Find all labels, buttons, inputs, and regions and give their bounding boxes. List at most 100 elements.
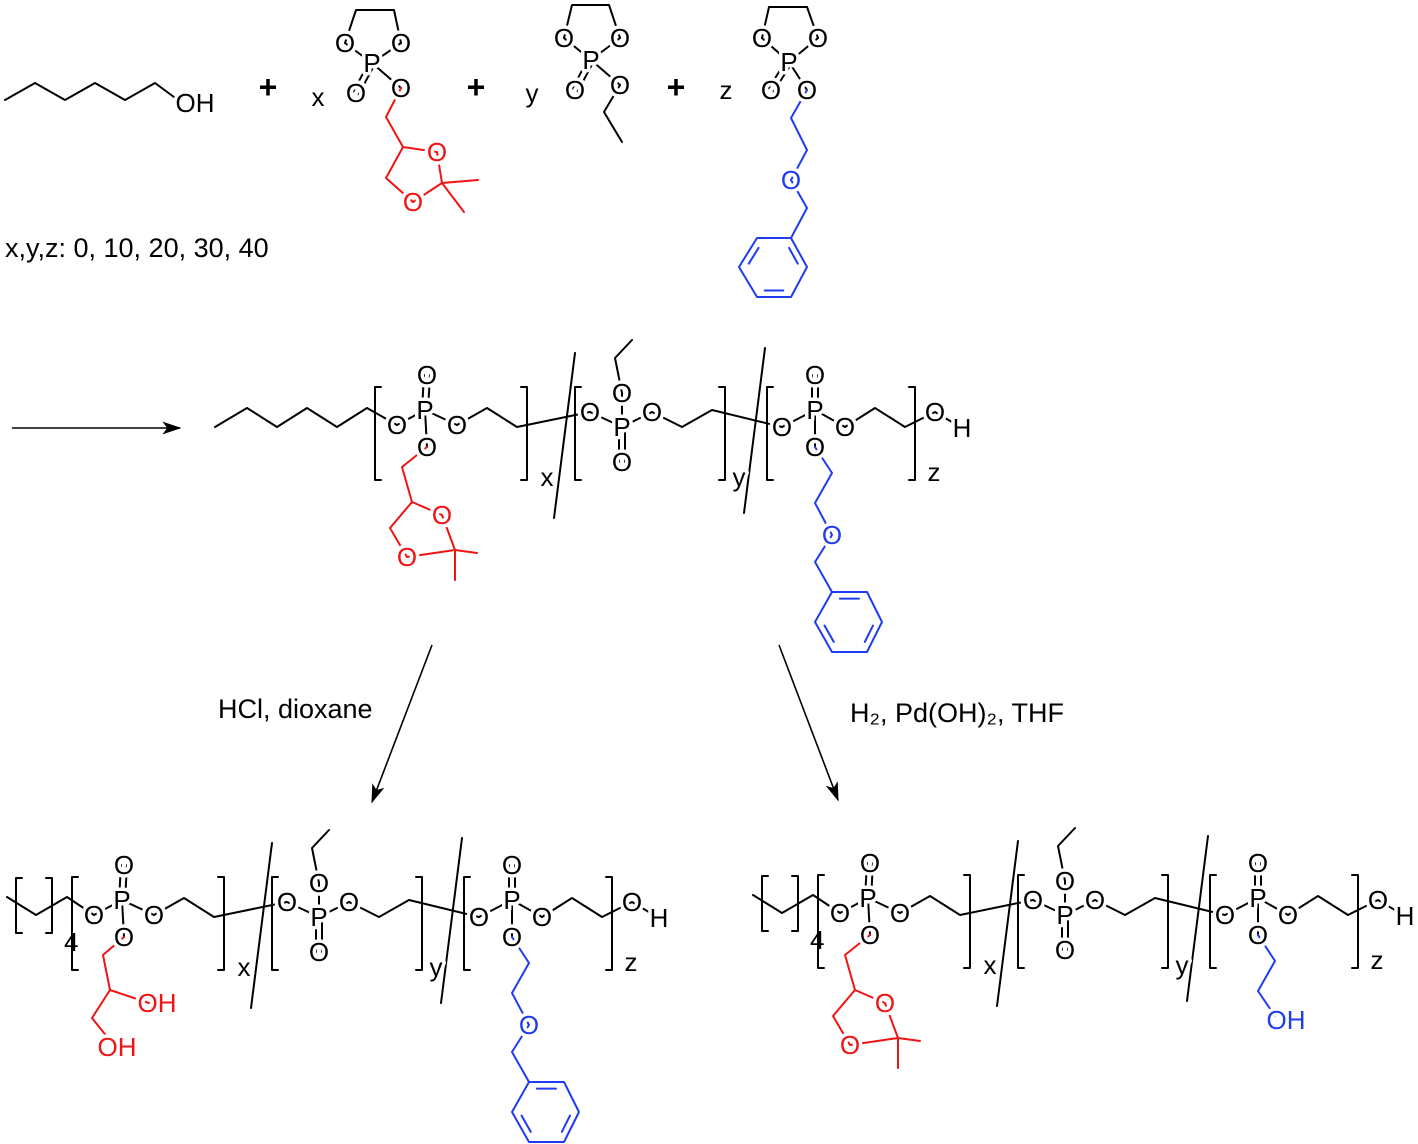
atom-label-oxygen: O	[860, 920, 880, 950]
atom-label-oxygen: O	[622, 887, 642, 917]
atom-label-oxygen: O	[805, 432, 825, 462]
backbone-chain	[153, 897, 288, 918]
atom-label-oxygen: O	[469, 902, 489, 932]
atom-label-oxygen: O	[1215, 900, 1235, 930]
random-copolymer-slash	[743, 347, 766, 514]
atom-label-oxygen: O	[432, 500, 452, 530]
bracket-close	[1161, 874, 1169, 969]
atom-label-oxygen: O	[114, 850, 134, 880]
backbone-chain	[844, 407, 963, 429]
atom-label-oxygen: O	[346, 78, 366, 108]
reaction-arrow-acetal-deprotection	[371, 644, 433, 804]
atom-label-oxygen: O	[277, 887, 297, 917]
atom-label-oxygen: O	[1248, 848, 1268, 878]
hydroxyl-label: OH	[1267, 1005, 1306, 1035]
bracket-open	[761, 875, 769, 932]
atom-label-oxygen: O	[612, 447, 632, 477]
atom-label-oxygen: O	[830, 898, 850, 928]
backbone-chain	[651, 409, 783, 428]
atom-label-oxygen: O	[610, 23, 630, 53]
atom-label-oxygen: O	[642, 397, 662, 427]
dioxolane-ring	[385, 146, 443, 203]
ethyl-chain	[614, 339, 633, 428]
backbone-chain	[456, 407, 591, 428]
atom-label-oxygen: O	[1368, 885, 1388, 915]
phosphoryl-double-bond	[772, 62, 793, 93]
double-bond	[123, 864, 128, 902]
bond-line	[121, 899, 125, 938]
repeat-subscript-y: y	[1176, 950, 1189, 980]
repeat-subscript-4: 4	[64, 927, 78, 957]
atom-label-oxygen: O	[554, 23, 574, 53]
atom-label-oxygen: O	[822, 520, 842, 550]
atom-label-oxygen: O	[447, 410, 467, 440]
ethyl-chain	[603, 84, 623, 143]
bracket-close	[217, 876, 225, 971]
atom-label-hydrogen: H	[953, 413, 972, 443]
atom-label-oxygen: O	[1023, 885, 1043, 915]
atom-label-oxygen: O	[309, 937, 329, 967]
coefficient-y: y	[526, 78, 539, 108]
double-bond	[421, 373, 426, 411]
atom-label-oxygen: O	[1248, 920, 1268, 950]
bracket-close	[791, 875, 799, 932]
hydroxyl-label: OH	[98, 1032, 137, 1062]
aromatic-double-bond	[520, 1114, 532, 1133]
atom-label-phosphorus: P	[859, 883, 876, 913]
hexanol-chain	[4, 82, 179, 101]
random-copolymer-slash	[996, 840, 1019, 1007]
ethyl-chain	[311, 829, 330, 918]
atom-label-oxygen: O	[309, 868, 329, 898]
repeat-subscript-z: z	[1371, 945, 1384, 975]
side-chain-bond	[1257, 934, 1276, 1017]
atom-label-oxygen: O	[875, 988, 895, 1018]
atom-label-oxygen: O	[797, 75, 817, 105]
atom-label-phosphorus: P	[1056, 900, 1073, 930]
alkyl-chain	[752, 894, 841, 914]
atom-label-oxygen: O	[519, 1010, 539, 1040]
atom-label-oxygen: O	[114, 922, 134, 952]
atom-label-oxygen: O	[391, 28, 411, 58]
atom-label-oxygen: O	[808, 23, 828, 53]
atom-label-oxygen: O	[391, 73, 411, 103]
bracket-open	[766, 386, 774, 481]
bracket-close	[520, 386, 528, 481]
bracket-open	[271, 876, 279, 971]
bracket-close	[45, 877, 53, 934]
atom-label-oxygen: O	[565, 75, 585, 105]
atom-label-phosphorus: P	[113, 885, 130, 915]
side-chain-bond	[844, 934, 871, 991]
atom-label-oxygen: O	[403, 187, 423, 217]
phosphoryl-double-bond	[571, 57, 590, 90]
bracket-open	[574, 386, 582, 481]
bracket-close	[718, 386, 726, 481]
phosphoryl-double-bond	[576, 60, 595, 93]
bracket-close	[963, 874, 971, 969]
aromatic-double-bond	[560, 1114, 572, 1133]
plus-sign: +	[259, 69, 278, 105]
random-copolymer-slash	[440, 837, 463, 1004]
atom-label-oxygen: O	[502, 850, 522, 880]
atom-label-phosphorus: P	[503, 885, 520, 915]
repeat-subscript-y: y	[430, 952, 443, 982]
bond-line	[424, 409, 428, 448]
methyl-bond	[454, 549, 478, 554]
hexyl-chain	[214, 407, 398, 428]
bracket-close	[605, 876, 613, 971]
atom-label-oxygen: O	[387, 410, 407, 440]
atom-label-oxygen: O	[1055, 866, 1075, 896]
repeat-subscript-x: x	[238, 952, 251, 982]
repeat-subscript-y: y	[733, 462, 746, 492]
ring-bond	[761, 6, 819, 39]
phosphoryl-double-bond	[352, 60, 371, 93]
condition-right: H₂, Pd(OH)₂, THF	[850, 698, 1064, 728]
phosphoryl-double-bond	[357, 63, 376, 96]
backbone-chain	[1287, 895, 1406, 917]
atom-label-hydrogen: H	[1396, 901, 1415, 931]
repeat-subscript-4: 4	[810, 925, 824, 955]
bracket-open	[463, 876, 471, 971]
atom-label-oxygen: O	[752, 23, 772, 53]
atom-label-oxygen: O	[772, 412, 792, 442]
